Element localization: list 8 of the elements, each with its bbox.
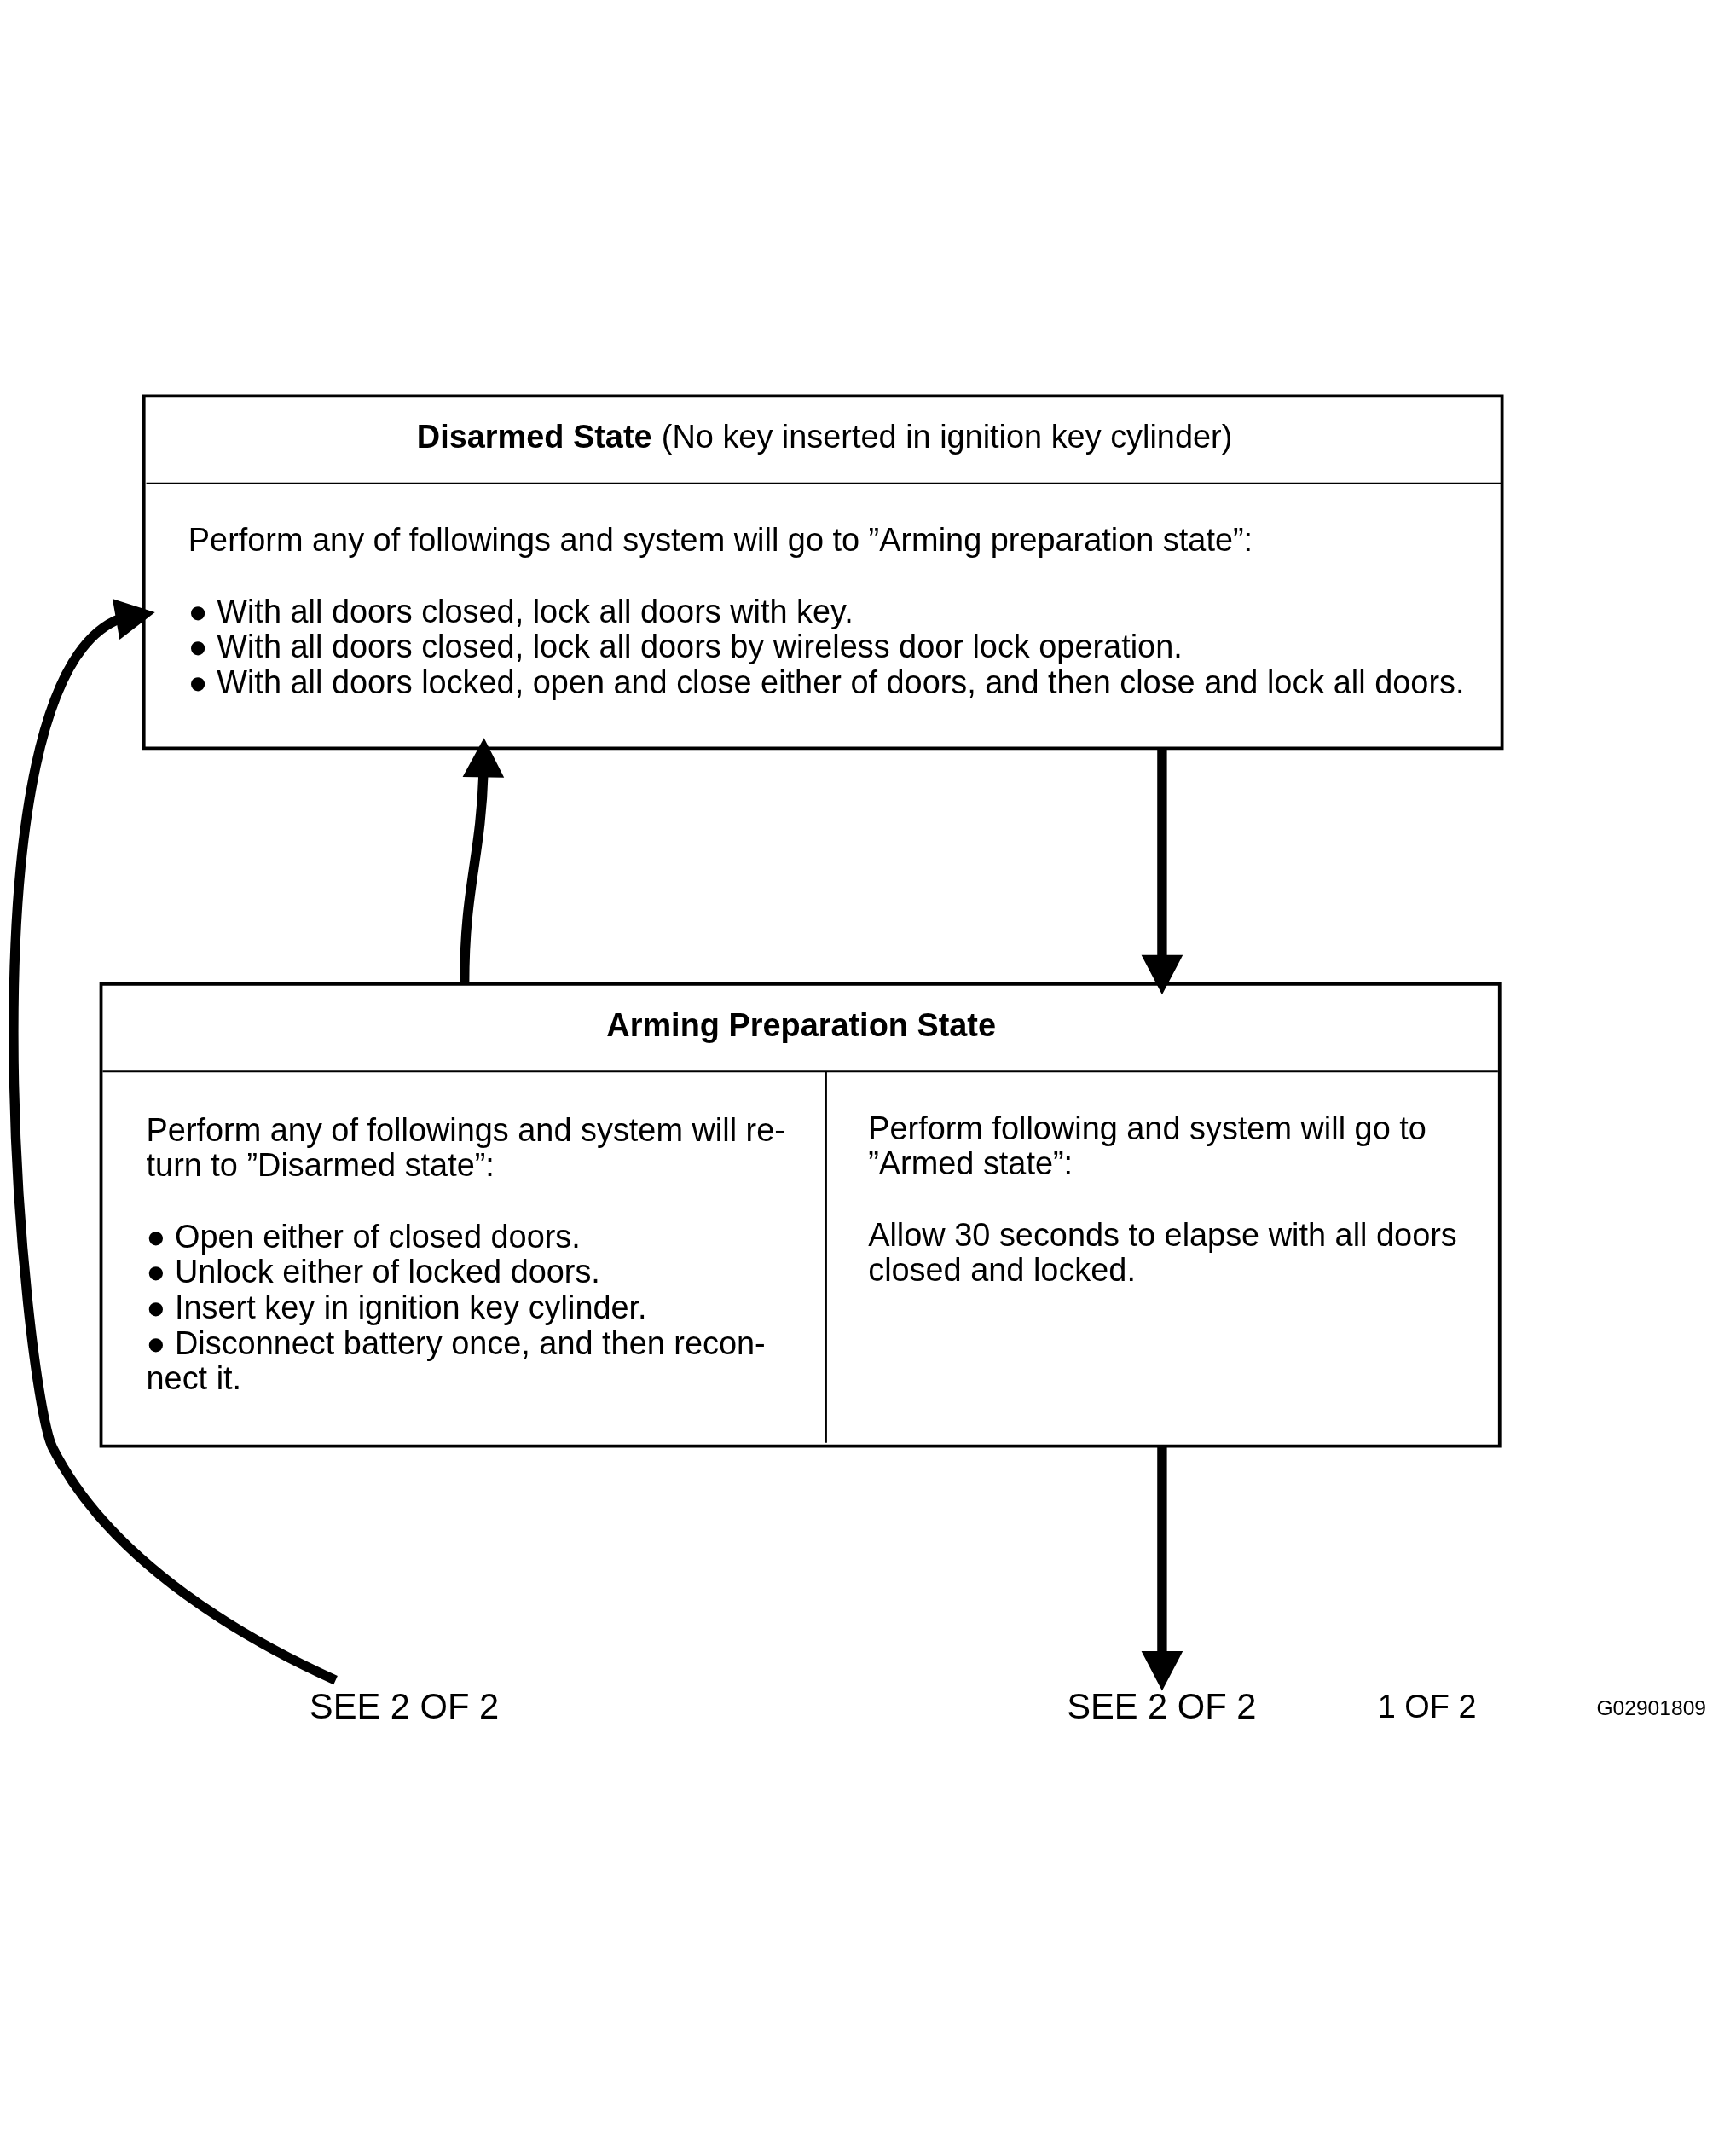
arrow bbox=[9, 599, 338, 1685]
arrow bbox=[1141, 1446, 1183, 1691]
arrow bbox=[460, 738, 505, 984]
node-text: SEE 2 OF 2 bbox=[309, 1685, 500, 1726]
arrow bbox=[1141, 748, 1183, 995]
label: 1 OF 2 bbox=[1377, 1688, 1477, 1724]
label: G02901809 bbox=[1596, 1695, 1707, 1719]
node-text: SEE 2 OF 2 bbox=[1067, 1685, 1257, 1726]
